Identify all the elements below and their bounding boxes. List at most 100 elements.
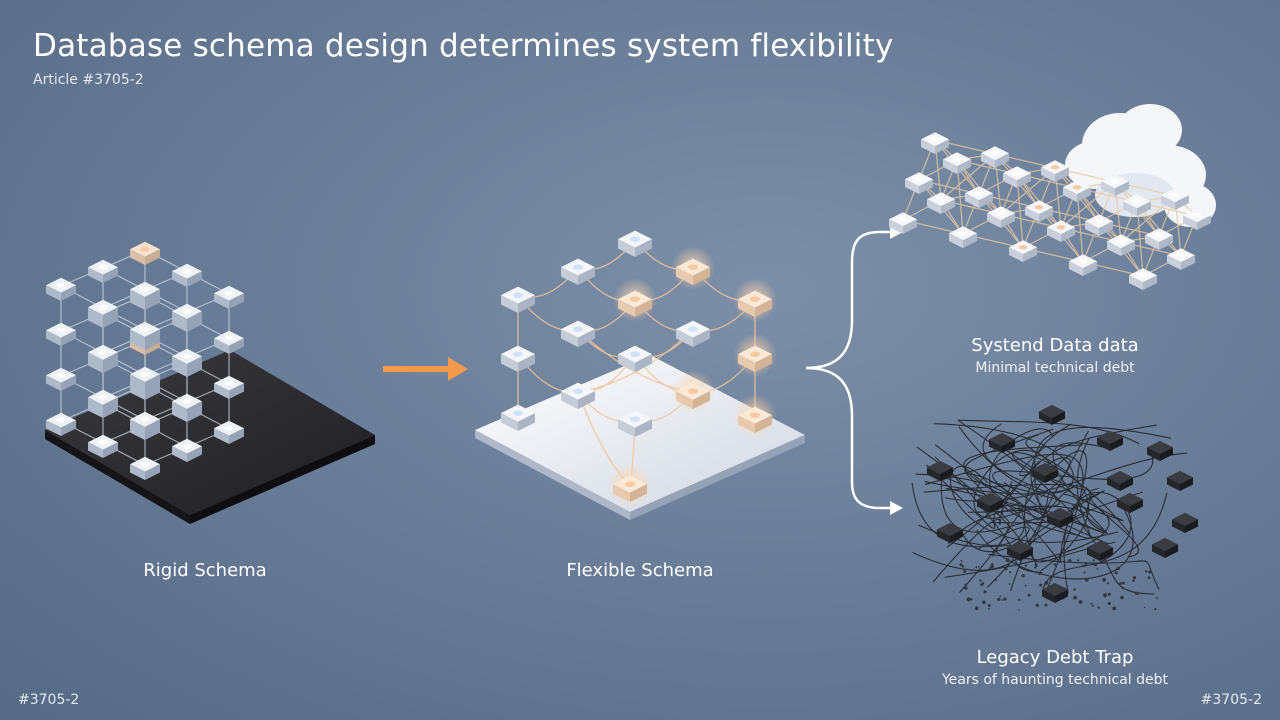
rigid-cube bbox=[88, 299, 118, 323]
cloud-network-node bbox=[1101, 174, 1129, 196]
debt-node bbox=[1097, 430, 1123, 451]
debt-node bbox=[1147, 440, 1173, 461]
cloud-network-node bbox=[949, 226, 977, 248]
rigid-cube bbox=[88, 434, 118, 458]
rigid-cube bbox=[130, 411, 160, 435]
flexible-node bbox=[501, 345, 535, 372]
page-title: Database schema design determines system… bbox=[33, 28, 894, 64]
rigid-cube bbox=[214, 285, 244, 309]
cloud-network-node bbox=[1069, 254, 1097, 276]
footer-id-right: #3705-2 bbox=[1200, 692, 1262, 708]
rigid-schema-illustration bbox=[45, 241, 375, 524]
cloud-network-node bbox=[1129, 268, 1157, 290]
rigid-cube bbox=[46, 322, 76, 346]
bad-outcome-label: Legacy Debt Trap bbox=[976, 647, 1134, 668]
flexible-node bbox=[618, 345, 652, 372]
cloud-network-node bbox=[1161, 188, 1189, 210]
footer-id-left: #3705-2 bbox=[18, 692, 80, 708]
cloud-network-node bbox=[1009, 240, 1037, 262]
flexible-node bbox=[618, 410, 652, 437]
flexible-node bbox=[618, 230, 652, 257]
flexible-node bbox=[738, 290, 772, 317]
cloud-network-node bbox=[1107, 234, 1135, 256]
bad-outcome-caption: Years of haunting technical debt bbox=[941, 672, 1169, 688]
cloud-network-node bbox=[921, 132, 949, 154]
flexible-node bbox=[738, 406, 772, 433]
rigid-cube bbox=[88, 344, 118, 368]
cloud-network-node bbox=[1063, 180, 1091, 202]
transition-arrow bbox=[383, 357, 468, 381]
cloud-network-node bbox=[965, 186, 993, 208]
rigid-cube bbox=[172, 438, 202, 462]
cloud-network-node bbox=[1167, 248, 1195, 270]
rigid-cube bbox=[46, 412, 76, 436]
debt-node bbox=[1032, 462, 1058, 483]
debt-node bbox=[937, 522, 963, 543]
debt-node bbox=[1107, 470, 1133, 491]
debt-node-cluster bbox=[927, 404, 1198, 603]
cloud-network-node bbox=[927, 192, 955, 214]
rigid-cube bbox=[130, 366, 160, 390]
cloud-network-node bbox=[1047, 220, 1075, 242]
debt-node bbox=[1117, 492, 1143, 513]
rigid-cube bbox=[130, 281, 160, 305]
cloud-network-node bbox=[1003, 166, 1031, 188]
tangled-debt-illustration bbox=[911, 404, 1198, 611]
cloud-network-node bbox=[1025, 200, 1053, 222]
debt-node bbox=[1152, 537, 1178, 558]
flexible-node bbox=[676, 258, 710, 285]
flexible-node-network bbox=[501, 230, 777, 507]
rigid-cube bbox=[172, 303, 202, 327]
rigid-cube bbox=[130, 241, 160, 265]
cloud-network-node bbox=[1145, 228, 1173, 250]
debt-node bbox=[1047, 507, 1073, 528]
rigid-cube bbox=[88, 389, 118, 413]
flexible-node bbox=[561, 258, 595, 285]
flexible-node bbox=[561, 382, 595, 409]
rigid-cube bbox=[172, 263, 202, 287]
rigid-cube bbox=[172, 348, 202, 372]
flexible-schema-label: Flexible Schema bbox=[566, 560, 714, 581]
cloud-network-node bbox=[981, 146, 1009, 168]
rigid-cube-stack bbox=[46, 241, 244, 480]
outcome-branch-arrows bbox=[805, 225, 903, 515]
rigid-cube bbox=[214, 420, 244, 444]
rigid-platform bbox=[45, 350, 375, 515]
rigid-cube bbox=[172, 393, 202, 417]
article-id: Article #3705-2 bbox=[33, 72, 144, 88]
flexible-node bbox=[561, 320, 595, 347]
flexible-node bbox=[618, 290, 652, 317]
flexible-node bbox=[676, 382, 710, 409]
debt-node bbox=[1007, 540, 1033, 561]
good-outcome-caption: Minimal technical debt bbox=[975, 360, 1135, 376]
flexible-node bbox=[738, 345, 772, 372]
debt-node bbox=[977, 492, 1003, 513]
cloud-network-node bbox=[943, 152, 971, 174]
cloud-network-node bbox=[1183, 208, 1211, 230]
flexible-node bbox=[676, 320, 710, 347]
rigid-cube bbox=[130, 456, 160, 480]
flexible-node bbox=[501, 404, 535, 431]
flexible-node bbox=[501, 286, 535, 313]
debt-node bbox=[1172, 512, 1198, 533]
debt-node bbox=[1039, 404, 1065, 425]
cloud-network-node bbox=[1123, 194, 1151, 216]
cloud-network-node bbox=[1041, 160, 1069, 182]
rigid-cube bbox=[214, 375, 244, 399]
cloud-network-illustration bbox=[889, 104, 1216, 290]
flexible-node bbox=[613, 475, 647, 502]
rigid-cube bbox=[46, 277, 76, 301]
cloud-network-nodes bbox=[889, 132, 1211, 290]
cloud-network-node bbox=[889, 212, 917, 234]
rigid-schema-label: Rigid Schema bbox=[143, 560, 267, 581]
debt-node bbox=[1087, 540, 1113, 561]
flexible-schema-illustration bbox=[475, 230, 805, 520]
debt-node bbox=[989, 432, 1015, 453]
debt-node bbox=[1167, 470, 1193, 491]
cloud-network-node bbox=[987, 206, 1015, 228]
cloud-network-node bbox=[905, 172, 933, 194]
rigid-cube bbox=[46, 367, 76, 391]
good-outcome-label: Systend Data data bbox=[971, 335, 1139, 356]
rigid-cube bbox=[130, 321, 160, 345]
